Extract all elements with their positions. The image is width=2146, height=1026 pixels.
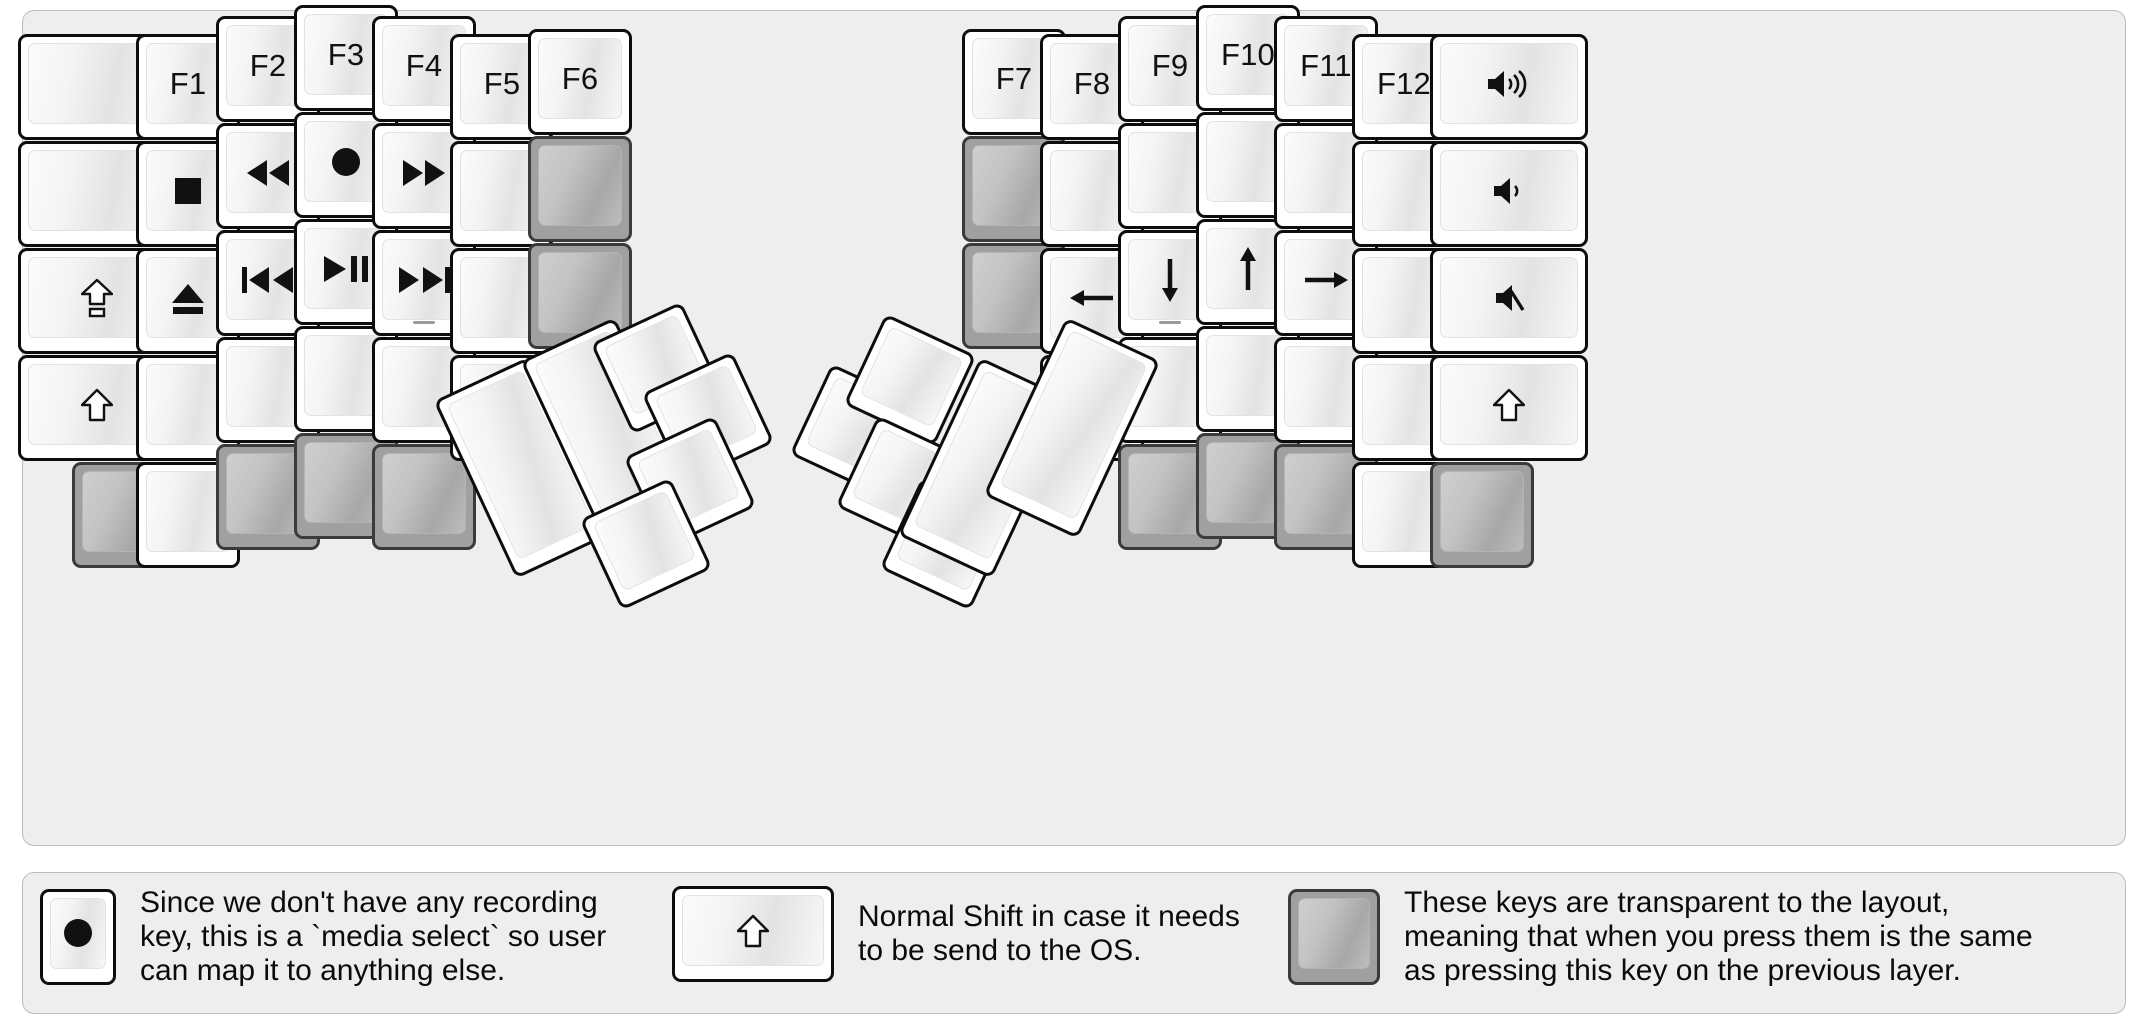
key-label: F9 [1151, 48, 1189, 83]
right-col-outer-right-key-2[interactable] [1430, 141, 1588, 247]
key-label: F11 [1300, 48, 1352, 83]
shift-icon [1493, 388, 1525, 422]
key-label: F4 [405, 48, 443, 83]
legend-normal-shift-description: Normal Shift in case it needs to be send… [858, 900, 1240, 967]
shift-icon [81, 388, 113, 422]
key-label: F8 [1073, 66, 1111, 101]
arrow-right-icon [1303, 267, 1349, 293]
key-cap [1440, 43, 1578, 124]
legend-normal-shift-swatch-key [672, 886, 834, 982]
key-label: F1 [169, 66, 207, 101]
media-prev-track-icon [241, 265, 295, 295]
volume-up-icon [1486, 68, 1532, 100]
key-cap [538, 145, 622, 226]
legend-panel [22, 872, 2126, 1014]
arrow-down-icon [1157, 257, 1183, 303]
left-col-inner-2-key-2[interactable] [528, 136, 632, 242]
media-record-icon [329, 145, 363, 179]
media-play-pause-icon [322, 254, 370, 284]
homing-bar [1159, 321, 1181, 324]
key-label: F5 [483, 66, 521, 101]
volume-mute-icon [1492, 282, 1526, 314]
media-fast-forward-icon [401, 158, 447, 188]
key-cap: F6 [538, 38, 622, 119]
media-rewind-icon [245, 158, 291, 188]
shift-icon [737, 914, 769, 948]
key-cap [1440, 364, 1578, 445]
legend-transparent-description: These keys are transparent to the layout… [1404, 886, 2033, 987]
media-stop-icon [173, 176, 203, 206]
legend-media-select-key [40, 888, 116, 985]
right-col-outer-right-key-1[interactable] [1430, 34, 1588, 140]
key-label: F3 [327, 37, 365, 72]
caps-lock-icon [81, 278, 113, 318]
legend-transparent: These keys are transparent to the layout… [1288, 886, 2033, 988]
arrow-up-icon [1235, 246, 1261, 292]
right-col-outer-right-key-3[interactable] [1430, 248, 1588, 354]
key-label: F2 [249, 48, 287, 83]
key-label: F12 [1376, 66, 1432, 101]
key-cap [1298, 897, 1370, 969]
left-col-index-key-5[interactable] [372, 444, 476, 550]
media-next-track-icon [397, 265, 451, 295]
key-label: F10 [1220, 37, 1276, 72]
legend-media-select-swatch-key [40, 888, 116, 985]
right-col-outer-right-key-5[interactable] [1430, 462, 1534, 568]
right-col-outer-right-key-4[interactable] [1430, 355, 1588, 461]
legend-transparent-swatch-key [1288, 888, 1380, 985]
key-cap [1440, 150, 1578, 231]
legend-transparent-key [1288, 888, 1380, 985]
homing-bar [413, 321, 435, 324]
legend-media-select: Since we don't have any recording key, t… [40, 886, 606, 988]
key-cap [592, 489, 697, 592]
volume-down-icon [1492, 175, 1526, 207]
key-label: F7 [995, 61, 1033, 96]
key-cap [50, 897, 106, 969]
legend-media-select-description: Since we don't have any recording key, t… [140, 886, 607, 987]
media-eject-icon [169, 281, 207, 315]
key-cap [1440, 257, 1578, 338]
legend-normal-shift-key [672, 886, 834, 982]
key-label: F6 [561, 61, 599, 96]
key-cap [682, 895, 824, 966]
left-col-inner-2-key-1[interactable]: F6 [528, 29, 632, 135]
arrow-left-icon [1069, 285, 1115, 311]
key-cap [1440, 471, 1524, 552]
key-cap [382, 453, 466, 534]
legend-normal-shift: Normal Shift in case it needs to be send… [672, 886, 1240, 982]
media-record-icon [61, 916, 95, 950]
